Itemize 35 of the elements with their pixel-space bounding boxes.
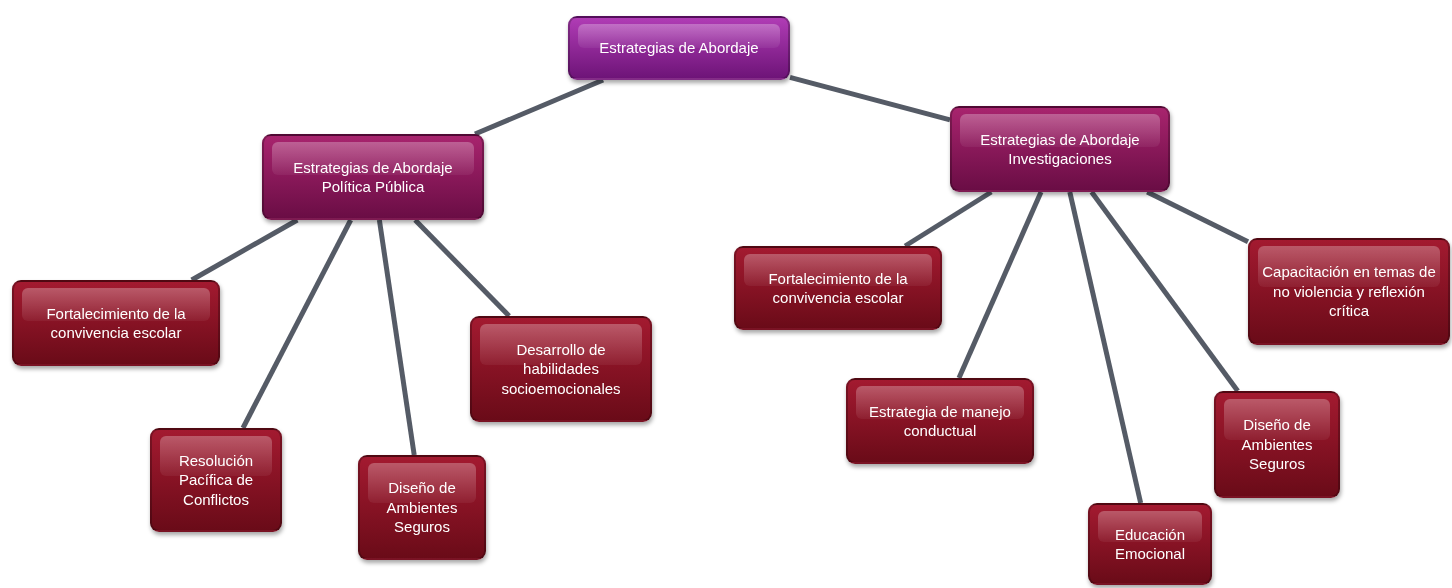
connector-line bbox=[789, 75, 951, 123]
box-label: Estrategias de Abordaje Política Pública bbox=[292, 157, 454, 197]
connector-line bbox=[190, 217, 299, 283]
box-label: Fortalecimiento de la convivencia escolar bbox=[45, 303, 187, 343]
connector-line bbox=[903, 189, 993, 249]
topic-box bbox=[1214, 391, 1340, 498]
box-label: Estrategias de Abordaje bbox=[599, 38, 759, 58]
box-label: Fortalecimiento de la convivencia escolar bbox=[767, 268, 909, 308]
connector-line bbox=[240, 218, 353, 430]
connector-line bbox=[413, 218, 511, 318]
topic-box bbox=[950, 106, 1170, 192]
box-label: Desarrollo de habilidades socioemocionales bbox=[500, 339, 622, 399]
box-label: Diseño de Ambientes Seguros bbox=[1240, 415, 1314, 474]
topic-box bbox=[150, 428, 282, 532]
box-label: Educación Emocional bbox=[1113, 524, 1187, 564]
box-label: Estrategia de manejo conductual bbox=[868, 401, 1012, 441]
box-label: Diseño de Ambientes Seguros bbox=[385, 478, 459, 537]
topic-box bbox=[846, 378, 1034, 464]
connector-line bbox=[1067, 191, 1144, 504]
box-label: Capacitación en temas de no violencia y reflexión crítica bbox=[1261, 262, 1437, 321]
connector-line bbox=[1146, 189, 1250, 244]
topic-box bbox=[262, 134, 484, 220]
topic-box bbox=[470, 316, 652, 422]
box-label: Estrategias de Abordaje Investigaciones bbox=[979, 129, 1141, 169]
root-box bbox=[568, 16, 790, 80]
connector-line bbox=[376, 219, 417, 456]
connector-line bbox=[956, 191, 1044, 379]
topic-box bbox=[358, 455, 486, 560]
topic-box bbox=[12, 280, 220, 366]
topic-box bbox=[1248, 238, 1450, 345]
topic-box bbox=[1088, 503, 1212, 585]
topic-box bbox=[734, 246, 942, 330]
connector-line bbox=[474, 77, 605, 137]
connector-line bbox=[1089, 190, 1240, 393]
box-label: Resolución Pacífica de Conflictos bbox=[177, 450, 255, 510]
